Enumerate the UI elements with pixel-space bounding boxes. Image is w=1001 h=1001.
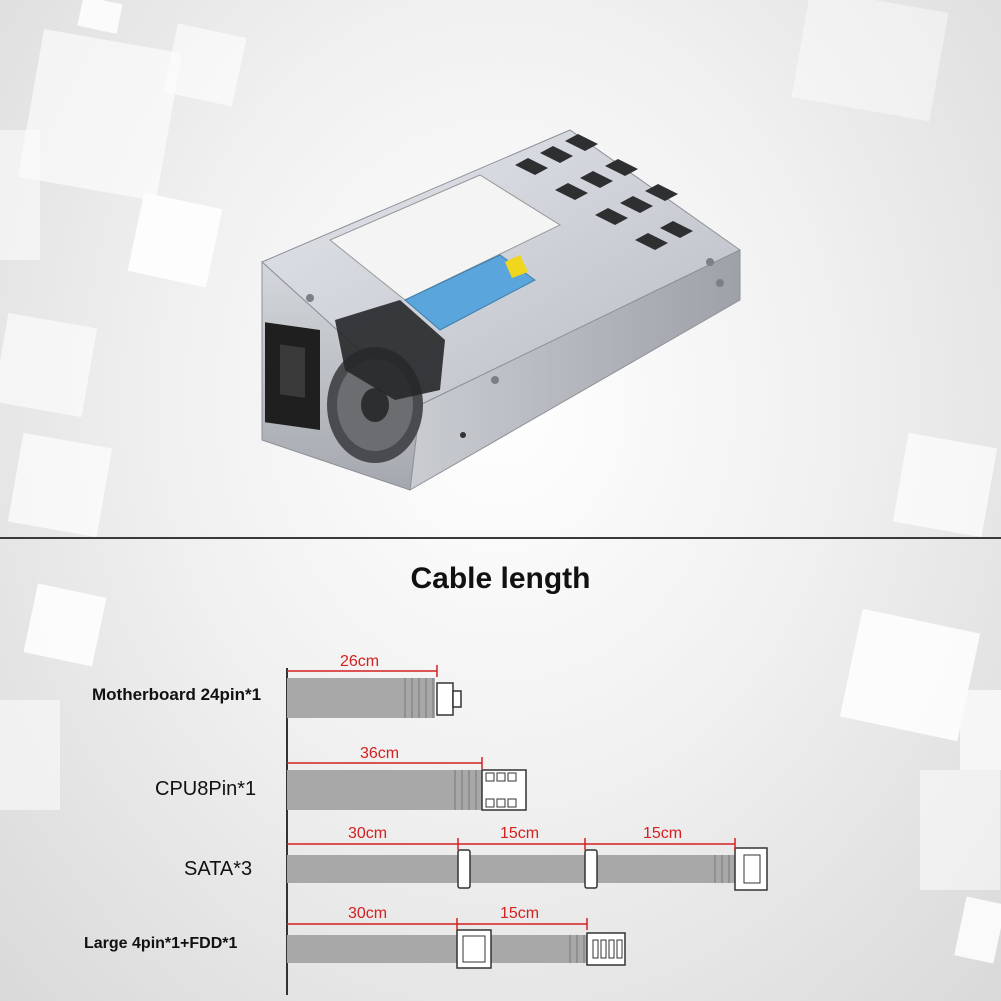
label-motherboard-24pin: Motherboard 24pin*1 [92, 685, 262, 704]
sata-connector-2 [584, 849, 598, 889]
label-large-4pin-fdd: Large 4pin*1+FDD*1 [84, 935, 238, 952]
section-divider [0, 537, 1001, 539]
cable-motherboard-24pin [287, 665, 462, 718]
decorative-squares [0, 0, 1001, 964]
psu-image [261, 129, 741, 491]
page-title: Cable length [410, 562, 591, 595]
label-sata: SATA*3 [184, 858, 253, 880]
dim-sata-segment-1: 30cm [348, 825, 388, 842]
connector-cpu8pin [481, 769, 527, 811]
cable-sata [287, 838, 768, 891]
sata-connector-1 [457, 849, 471, 889]
dim-4pin-segment-2: 15cm [500, 905, 540, 922]
cable-body [287, 770, 482, 810]
cable-body [287, 935, 587, 963]
cable-body [287, 855, 735, 883]
dim-cpu-segment-1: 36cm [360, 745, 400, 762]
dim-motherboard-segment-1: 26cm [340, 653, 380, 670]
connector-24pin [436, 682, 454, 716]
cable-large-4pin-fdd [287, 918, 626, 969]
dim-sata-segment-3: 15cm [643, 825, 683, 842]
sata-connector-3 [734, 847, 768, 891]
dim-4pin-segment-1: 30cm [348, 905, 388, 922]
cable-cpu-8pin [287, 757, 527, 811]
cable-body [287, 678, 435, 718]
dim-sata-segment-2: 15cm [500, 825, 540, 842]
label-cpu-8pin: CPU8Pin*1 [155, 778, 257, 800]
